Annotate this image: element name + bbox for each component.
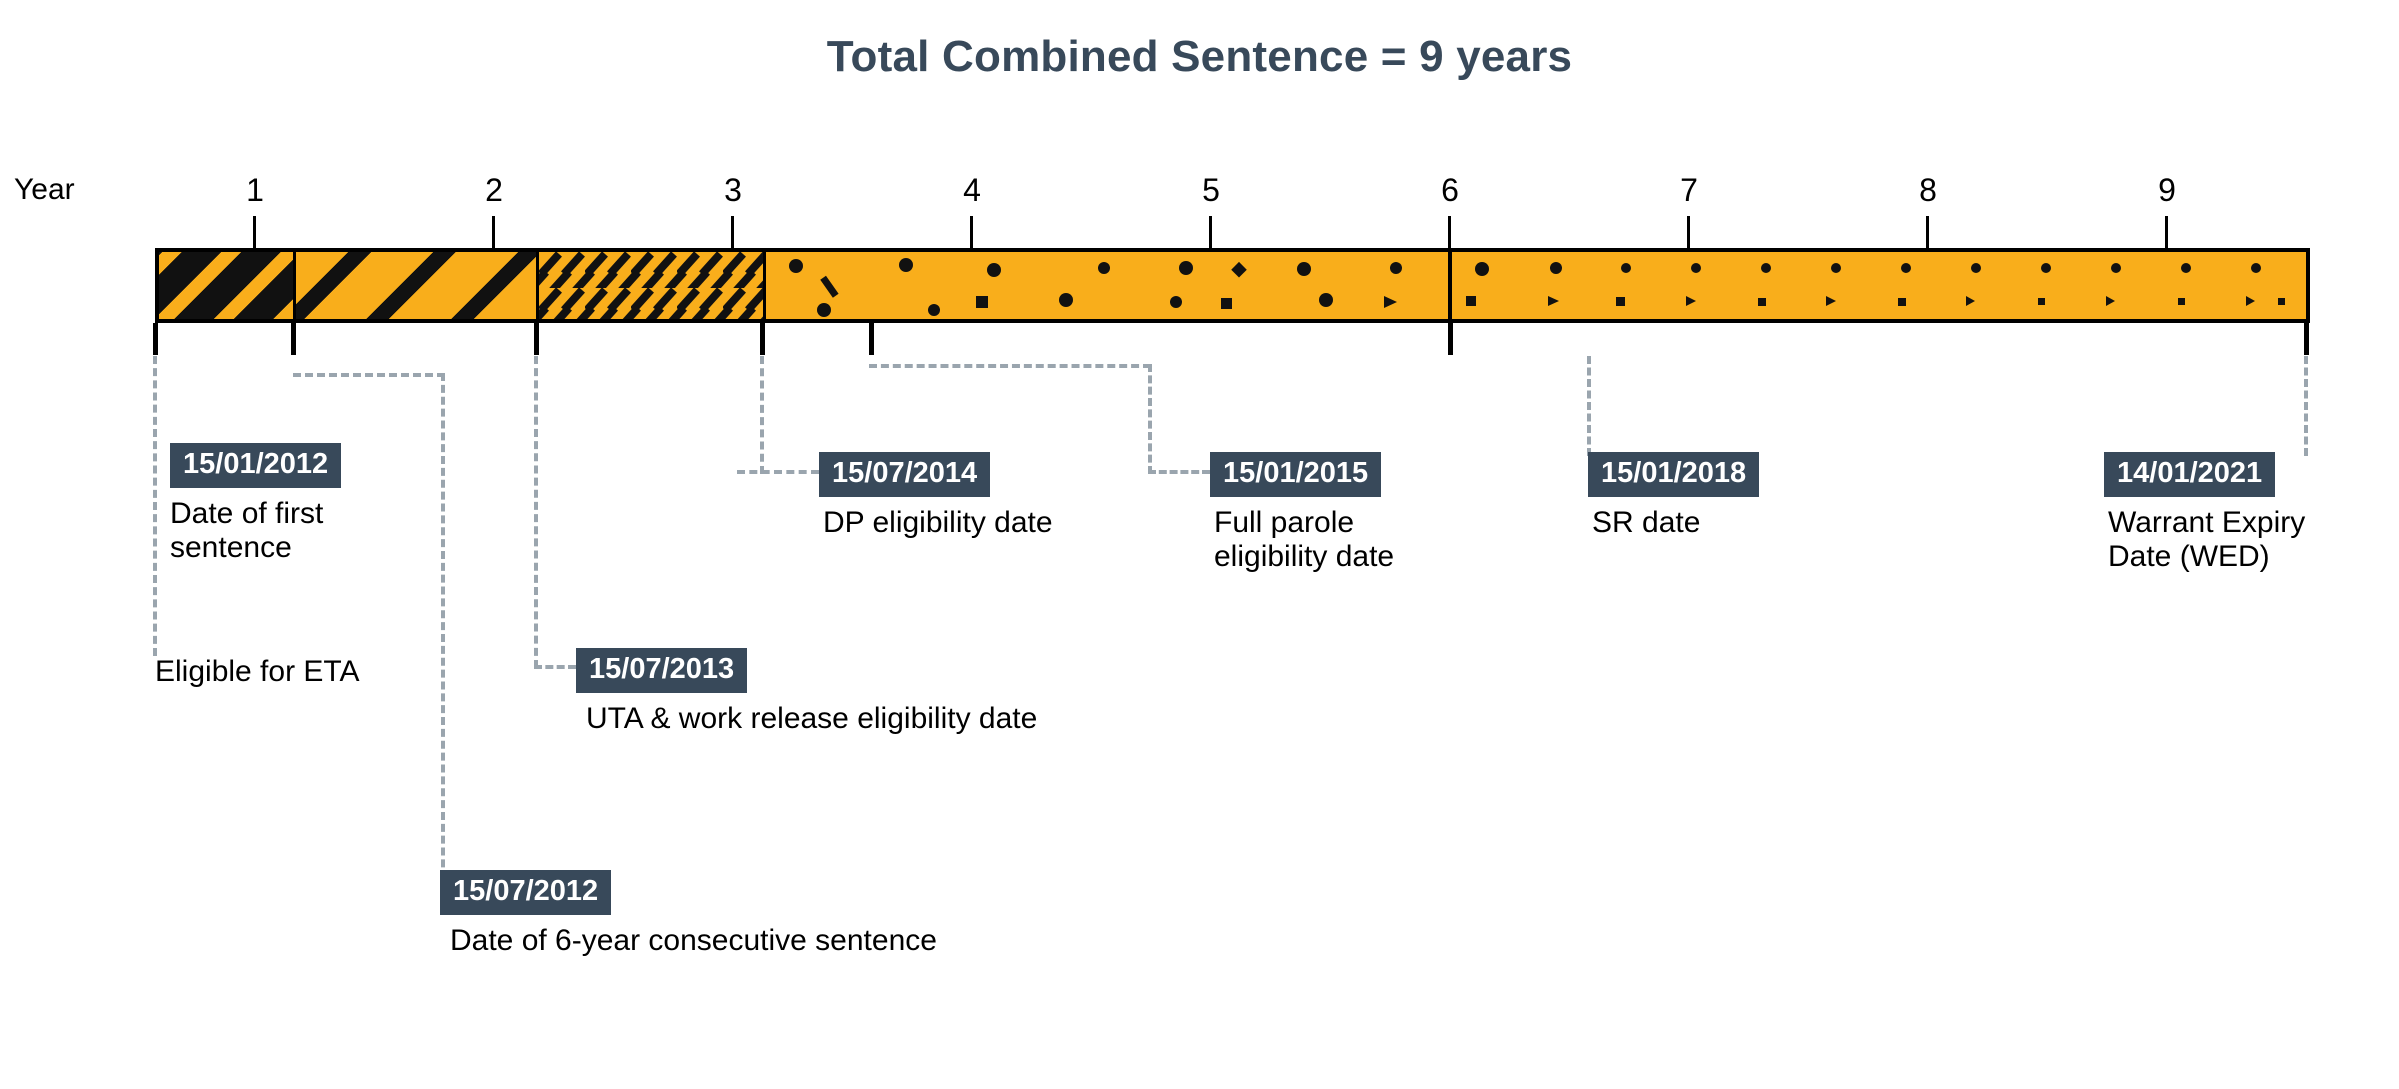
axis-tick-2: 2 — [485, 172, 503, 208]
axis-tickmark-9 — [2165, 216, 2168, 250]
leader-wed — [2304, 356, 2308, 456]
axis-tickmark-6 — [1448, 216, 1451, 250]
annotation-first-sentence[interactable]: 15/01/2012 Date of first sentence — [170, 443, 470, 564]
sparse-dot-pattern — [766, 252, 2306, 319]
axis-tickmark-3 — [731, 216, 734, 250]
axis-tick-5: 5 — [1202, 172, 1220, 208]
axis-tickmark-8 — [1926, 216, 1929, 250]
axis-label-year: Year — [14, 173, 75, 206]
leader-consecutive-v — [441, 373, 445, 903]
date-badge: 15/07/2012 — [440, 870, 612, 915]
marker-stub-first-sentence — [153, 323, 158, 355]
annotation-full-parole[interactable]: 15/01/2015 Full parole eligibility date — [1210, 452, 1510, 573]
marker-stub-consecutive — [291, 323, 296, 355]
bar-segment-parole — [766, 252, 2306, 319]
marker-stub-uta — [534, 323, 539, 355]
axis-tickmark-4 — [970, 216, 973, 250]
annotation-description: Date of 6-year consecutive sentence — [450, 924, 937, 957]
date-badge: 15/01/2018 — [1588, 452, 1760, 497]
annotation-consecutive-sentence[interactable]: 15/07/2012 Date of 6-year consecutive se… — [440, 870, 1060, 958]
sr-marker-line — [1448, 252, 1452, 319]
leader-parole-v — [1148, 364, 1152, 474]
axis-tick-8: 8 — [1919, 172, 1937, 208]
marker-stub-sr — [1448, 323, 1453, 355]
date-badge: 15/01/2015 — [1210, 452, 1382, 497]
axis-tick-6: 6 — [1441, 172, 1459, 208]
annotation-description: SR date — [1592, 506, 1701, 539]
leader-uta-v — [534, 356, 538, 668]
broken-diagonal-pattern — [539, 252, 763, 319]
marker-stub-dp — [760, 323, 765, 355]
axis-tickmark-5 — [1209, 216, 1212, 250]
leader-sr — [1587, 356, 1591, 456]
bar-segment-eta — [159, 252, 296, 319]
annotation-sr-date[interactable]: 15/01/2018 SR date — [1588, 452, 1888, 540]
leader-consecutive-h — [293, 373, 445, 377]
leader-parole-h1 — [869, 364, 1151, 368]
date-badge: 15/07/2014 — [819, 452, 991, 497]
annotation-description: Warrant Expiry Date (WED) — [2108, 506, 2306, 573]
date-badge: 15/07/2013 — [576, 648, 748, 693]
sentence-bar — [155, 248, 2310, 323]
bar-segment-first-sentence — [296, 252, 539, 319]
axis-tick-1: 1 — [246, 172, 264, 208]
axis-tickmark-7 — [1687, 216, 1690, 250]
annotation-description: UTA & work release eligibility date — [586, 702, 1038, 735]
axis-tick-3: 3 — [724, 172, 742, 208]
page-title: Total Combined Sentence = 9 years — [826, 32, 1573, 81]
leader-first-sentence — [153, 356, 157, 656]
marker-stub-wed — [2304, 323, 2309, 355]
axis-tick-7: 7 — [1680, 172, 1698, 208]
annotation-uta-work-release[interactable]: 15/07/2013 UTA & work release eligibilit… — [576, 648, 1196, 736]
annotation-warrant-expiry[interactable]: 14/01/2021 Warrant Expiry Date (WED) — [2104, 452, 2399, 573]
leader-dp-h — [737, 470, 819, 474]
axis-tickmark-1 — [253, 216, 256, 250]
leader-uta-h — [534, 665, 576, 669]
axis-tick-4: 4 — [963, 172, 981, 208]
annotation-description: Date of first sentence — [170, 497, 324, 564]
date-badge: 15/01/2012 — [170, 443, 342, 488]
leader-parole-h2 — [1148, 470, 1210, 474]
axis-tickmark-2 — [492, 216, 495, 250]
axis-tick-9: 9 — [2158, 172, 2176, 208]
marker-stub-full-parole — [869, 323, 874, 355]
annotation-description: DP eligibility date — [823, 506, 1053, 539]
bar-segment-uta — [539, 252, 766, 319]
date-badge: 14/01/2021 — [2104, 452, 2276, 497]
annotation-eligible-eta: Eligible for ETA — [155, 655, 360, 688]
leader-dp-v — [760, 356, 764, 474]
annotation-description: Full parole eligibility date — [1214, 506, 1395, 573]
annotation-dp-eligibility[interactable]: 15/07/2014 DP eligibility date — [819, 452, 1159, 540]
